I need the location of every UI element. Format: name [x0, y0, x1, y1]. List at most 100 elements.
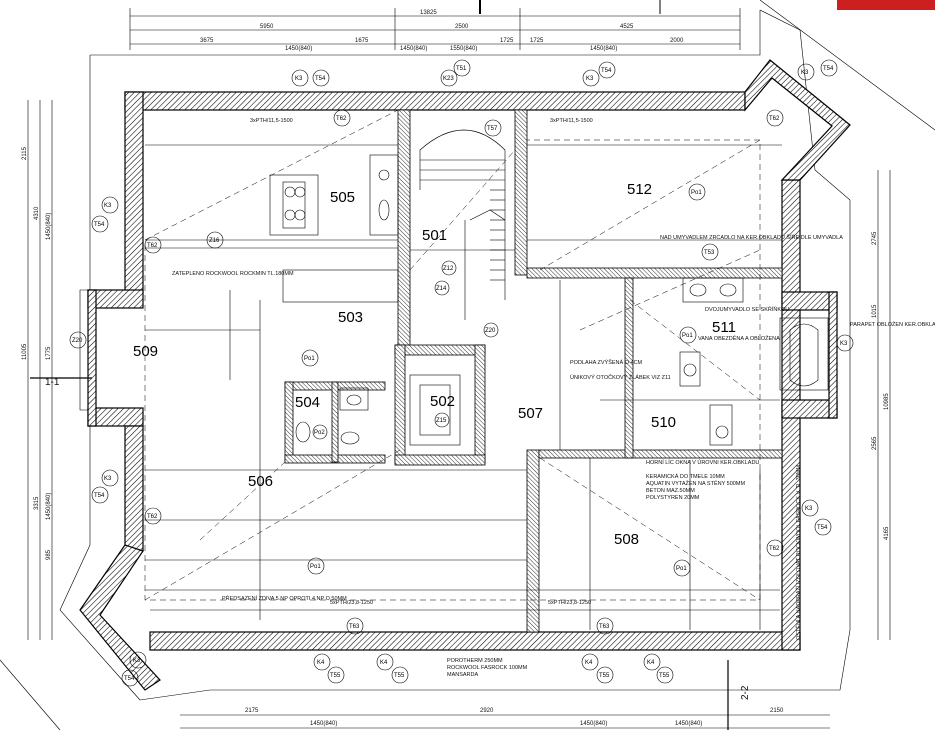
- dim-top-8: 2000: [670, 38, 684, 44]
- tag-k3-bl: K3: [133, 658, 141, 664]
- dim-left-2: 1450(840): [46, 213, 52, 240]
- tag-z16: Z20: [72, 338, 83, 344]
- dim-right-3: 2565: [872, 436, 878, 450]
- note-predsazeni: PŘEDSAZENÍ ZDIVA 5.NP OPROTI 4.NP O 50MM: [222, 594, 347, 602]
- tag-t62-left: T62: [147, 243, 158, 249]
- dim-top-0: 3675: [200, 38, 214, 44]
- tag-k3-tr: K3: [801, 70, 809, 76]
- section-2-2: 2-2: [740, 685, 751, 700]
- dim-left-6: 1450(840): [46, 493, 52, 520]
- interior-dims: [145, 144, 782, 630]
- note-vana: VANA OBEZDĚNA A OBLOŽENA: [698, 334, 780, 342]
- note-umyvadla: NAD UMYVADLEM ZRCADLO NA KER.OBKLADU ŠÍŘ…: [660, 233, 843, 241]
- note-rockwool: ROCKWOOL FASROCK 100MM: [447, 665, 528, 671]
- tag-t62-r: T62: [769, 546, 780, 552]
- note-podlaha: PODLAHA ZVÝŠENÁ O 4CM: [570, 359, 643, 366]
- note-dvojumyvadlo: DVOJUMYVADLO SE SKŘÍŇKOU: [705, 305, 789, 313]
- tag-t57: T57: [487, 126, 498, 132]
- kitchen-fixtures: [145, 154, 399, 303]
- element-tags: T54 K3 K23 T51 K3 T54 T62 T57 K3 T54 T62…: [69, 59, 854, 687]
- dim-left-3: 11005: [22, 343, 28, 360]
- tag-t51: T51: [456, 66, 467, 72]
- dim-top-right: 4525: [620, 24, 634, 30]
- room-506: 506: [248, 473, 273, 490]
- dim-top-7: 1450(840): [590, 46, 617, 52]
- note-lintel: 3xPTH/11,5-1500: [550, 118, 593, 124]
- note-aquatin: AQUATIN VYTAŽEN NA STĚNY 500MM: [646, 479, 745, 487]
- room-503: 503: [338, 309, 363, 326]
- tag-t54-r: T54: [817, 525, 828, 531]
- tag-t54-b: T54: [601, 68, 612, 74]
- dim-bottom-3: 1450(840): [580, 721, 607, 727]
- tag-k3-left: K3: [104, 203, 112, 209]
- dim-top-2: 1675: [355, 38, 369, 44]
- note-polystyren: POLYSTYREN 20MM: [646, 495, 700, 501]
- tag-z15: Z15: [436, 418, 447, 424]
- tag-t55-a: T55: [330, 673, 341, 679]
- tag-t65: T53: [704, 250, 715, 256]
- section-1-1: 1-1: [45, 377, 60, 388]
- tag-z20: Z20: [485, 328, 496, 334]
- tag-k4-b: K4: [380, 660, 388, 666]
- room-502: 502: [430, 393, 455, 410]
- tag-k3-top: K3: [295, 76, 303, 82]
- tag-t54-left2: T54: [94, 493, 105, 499]
- wc-fixtures: [295, 374, 461, 446]
- tag-t62-left2: T62: [147, 514, 158, 520]
- tag-k4-a: K4: [317, 660, 325, 666]
- bottom-dimensions: 2175 1450(840) 2920 1450(840) 2150 1450(…: [180, 708, 830, 729]
- dim-left-1: 4310: [34, 206, 40, 220]
- note-keramicka: KERAMICKÁ DO TMELE 10MM: [646, 473, 725, 480]
- tag-po1-c: Po1: [304, 356, 315, 362]
- tag-k3-r2: K3: [840, 341, 848, 347]
- dim-bottom-0: 2175: [245, 708, 259, 714]
- note-beton: BETON MAZ.50MM: [646, 488, 695, 494]
- left-dimensions: 2115 4310 1450(840) 11005 1775 3315 1450…: [22, 100, 53, 640]
- staircase: [419, 129, 506, 320]
- tag-po1-e: Po1: [676, 566, 687, 572]
- tag-t62-tr: T62: [769, 116, 780, 122]
- room-504: 504: [295, 394, 320, 411]
- tag-k3-left2: K3: [104, 476, 112, 482]
- dim-right-2: 10985: [884, 393, 890, 410]
- note-lintel-b: 3xPTH/11,5-1500: [250, 118, 293, 124]
- tag-po1-b: Po1: [691, 190, 702, 196]
- dim-left-7: 985: [46, 549, 52, 560]
- tag-t62: T62: [336, 116, 347, 122]
- room-510: 510: [651, 414, 676, 431]
- dim-top-1: 1450(840): [285, 46, 312, 52]
- dim-top-3: 1450(840): [400, 46, 427, 52]
- room-labels: 505 512 501 503 509 511 504 502 507 510 …: [133, 181, 736, 548]
- section-marks: 1-1 2-2: [30, 377, 751, 730]
- room-507: 507: [518, 405, 543, 422]
- tag-k3-r: K3: [805, 506, 813, 512]
- dim-top-left: 5950: [260, 24, 274, 30]
- tag-po1-d: Po1: [310, 564, 321, 570]
- notes: ZATEPLENO ROCKWOOL ROCKMIN TL.180MM PODL…: [172, 118, 935, 678]
- room-508: 508: [614, 531, 639, 548]
- tag-t54-left: T54: [94, 222, 105, 228]
- top-dimensions: 13825 5950 2500 4525 3675 1450(840) 1675…: [129, 0, 741, 52]
- room-501: 501: [422, 227, 447, 244]
- dim-left-4: 1775: [46, 346, 52, 360]
- right-dimensions: 2745 1015 10985 2565 4165: [872, 170, 891, 640]
- tag-t63-b: T63: [599, 624, 610, 630]
- dim-top-4: 1725: [500, 38, 514, 44]
- tag-t54-bl: T54: [124, 676, 135, 682]
- tag-z14: Z14: [436, 286, 447, 292]
- internal-walls: [284, 109, 783, 633]
- note-horni: HORNÍ LÍC OKNA V ÚROVNI KER.OBKLADU: [646, 459, 759, 466]
- room-511: 511: [712, 319, 736, 336]
- tag-k4-d: K4: [647, 660, 655, 666]
- tag-t55-b: T55: [394, 673, 405, 679]
- room-512: 512: [627, 181, 652, 198]
- dim-top-total: 13825: [420, 10, 437, 16]
- tag-k3-b: K3: [586, 76, 594, 82]
- dim-bottom-2: 2920: [480, 708, 494, 714]
- dim-right-1: 1015: [872, 304, 878, 318]
- note-zatepleno: ZATEPLENO ROCKWOOL ROCKMIN TL.180MM: [172, 271, 294, 277]
- dim-bottom-1: 1450(840): [310, 721, 337, 727]
- dim-left-0: 2115: [22, 146, 28, 160]
- note-unikovy: ÚNIKOVÝ OTOČKOVÝ ŽLÁBEK VIZ Z11: [570, 373, 671, 381]
